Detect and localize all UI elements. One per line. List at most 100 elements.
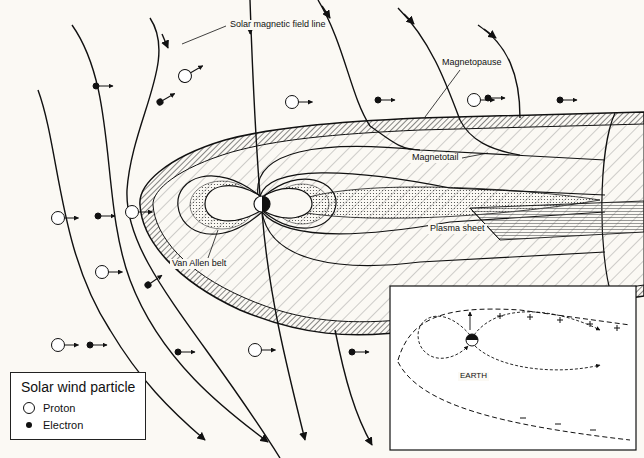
proton-particle bbox=[52, 212, 79, 225]
legend-entry: Electron bbox=[21, 416, 135, 433]
motion-arrow bbox=[181, 352, 195, 353]
leader-line bbox=[425, 70, 460, 117]
tail-field-line bbox=[370, 126, 420, 150]
motion-arrow bbox=[355, 352, 369, 353]
electron-symbol bbox=[375, 97, 381, 103]
inset-field-loop bbox=[474, 312, 600, 335]
electron-symbol bbox=[485, 95, 491, 101]
solar-wind-particles bbox=[52, 60, 578, 356]
motion-arrow bbox=[93, 345, 107, 346]
inset-panel bbox=[390, 286, 636, 450]
electron-particle bbox=[485, 95, 505, 101]
proton-particle bbox=[126, 206, 153, 219]
plus-sign bbox=[497, 313, 503, 319]
tail-field-line bbox=[460, 120, 520, 155]
plus-sign bbox=[557, 317, 563, 323]
positive-charges bbox=[497, 313, 620, 331]
motion-arrow bbox=[563, 100, 577, 101]
proton-symbol bbox=[468, 94, 481, 107]
electron-symbol bbox=[349, 349, 355, 355]
legend-box: Solar wind particleProtonElectron bbox=[10, 372, 146, 440]
earth-label: EARTH bbox=[458, 372, 489, 381]
electron-symbol bbox=[144, 281, 152, 289]
motion-arrow bbox=[109, 272, 123, 273]
motion-arrow bbox=[101, 216, 115, 217]
inset-earth bbox=[466, 334, 478, 346]
inset-boundary bbox=[398, 309, 630, 360]
solar-field-line bbox=[127, 18, 280, 458]
solar-field-line bbox=[335, 330, 372, 445]
tail-field-lines bbox=[258, 120, 605, 265]
minus-sign bbox=[555, 424, 561, 425]
plus-sign bbox=[587, 321, 593, 327]
inset-field-loop bbox=[475, 346, 600, 370]
field-direction-arrow bbox=[322, 6, 330, 18]
electron-symbol bbox=[26, 422, 32, 428]
legend-entry: Proton bbox=[21, 399, 135, 416]
minus-sign bbox=[590, 430, 596, 431]
electron-particle bbox=[144, 273, 164, 289]
field-direction-arrows bbox=[162, 6, 496, 48]
inset-frame bbox=[390, 286, 636, 450]
earth-night-side bbox=[262, 196, 270, 212]
proton-symbol bbox=[52, 212, 65, 225]
electron-particle bbox=[95, 213, 115, 219]
proton-particle bbox=[52, 339, 79, 352]
dipole-lobe bbox=[178, 176, 262, 234]
electron-particle bbox=[557, 97, 577, 103]
electron-particle bbox=[349, 349, 369, 355]
motion-arrow bbox=[65, 345, 79, 346]
plus-sign bbox=[527, 314, 533, 320]
electron-particle bbox=[156, 91, 176, 106]
motion-arrow bbox=[381, 100, 395, 101]
electron-symbol bbox=[87, 342, 93, 348]
plasma-sheet-plate bbox=[470, 201, 644, 240]
inset-field-loop bbox=[418, 316, 470, 358]
earth bbox=[254, 196, 270, 212]
electron-particle bbox=[175, 349, 195, 355]
plasma-sheet-label: Plasma sheet bbox=[428, 224, 487, 234]
dipole-lobe bbox=[262, 188, 312, 218]
legend-swatch bbox=[21, 418, 37, 432]
proton-symbol bbox=[286, 96, 299, 109]
leader-line bbox=[182, 26, 226, 44]
legend-title: Solar wind particle bbox=[21, 379, 135, 395]
electron-symbol bbox=[557, 97, 563, 103]
inset-earth-cap bbox=[466, 334, 478, 340]
solar-field-line bbox=[478, 25, 520, 118]
magnetopause-label: Magnetopause bbox=[440, 58, 504, 68]
leader-line bbox=[462, 153, 488, 158]
electron-particle bbox=[87, 342, 107, 348]
motion-arrow bbox=[150, 275, 161, 283]
motion-arrow bbox=[65, 218, 79, 219]
legend-text: Proton bbox=[43, 402, 75, 414]
motion-arrow bbox=[299, 102, 313, 103]
leader-line bbox=[208, 230, 218, 258]
van-allen-label: Van Allen belt bbox=[170, 259, 228, 269]
motion-arrow bbox=[139, 212, 153, 213]
proton-symbol bbox=[176, 67, 194, 85]
motion-arrow bbox=[163, 94, 175, 101]
motion-arrow bbox=[99, 86, 113, 87]
field-direction-arrow bbox=[484, 29, 496, 38]
inset-boundary bbox=[398, 362, 630, 440]
proton-symbol bbox=[96, 266, 109, 279]
proton-particle bbox=[249, 344, 276, 357]
electron-symbol bbox=[95, 213, 101, 219]
field-direction-arrow bbox=[404, 14, 414, 24]
motion-arrow bbox=[191, 66, 203, 73]
proton-symbol bbox=[126, 206, 139, 219]
proton-particle bbox=[96, 266, 123, 279]
plus-sign bbox=[614, 325, 620, 331]
proton-symbol bbox=[52, 339, 65, 352]
proton-symbol bbox=[249, 344, 262, 357]
solar-field-line bbox=[318, 0, 370, 126]
proton-particle bbox=[176, 60, 206, 85]
legend-text: Electron bbox=[43, 419, 83, 431]
minus-sign bbox=[520, 418, 526, 419]
motion-arrow bbox=[491, 98, 505, 99]
dipole-lobe bbox=[264, 179, 336, 228]
proton-particle bbox=[468, 94, 495, 107]
electron-particle bbox=[93, 83, 113, 89]
